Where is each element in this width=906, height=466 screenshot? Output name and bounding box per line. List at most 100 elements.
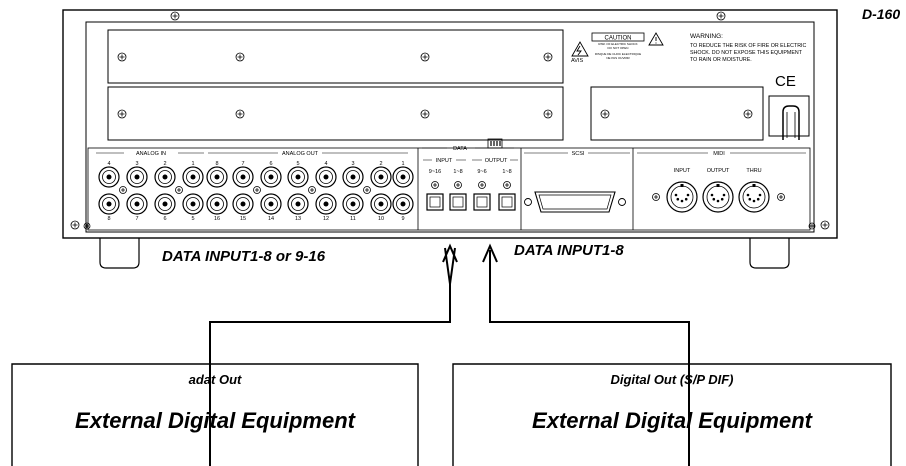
optical-port-icon bbox=[426, 193, 444, 211]
rca-jack-icon bbox=[232, 166, 254, 188]
screw-icon bbox=[420, 52, 430, 62]
screw-icon bbox=[308, 186, 316, 194]
analog-out-channel-label: 10 bbox=[378, 216, 384, 222]
expansion-slots bbox=[107, 29, 764, 141]
rca-jack-icon bbox=[206, 193, 228, 215]
arrow-up-icon bbox=[482, 243, 498, 263]
screw-icon bbox=[716, 11, 726, 21]
external-device-left: adat Out External Digital Equipment bbox=[11, 363, 419, 466]
rca-jack-icon bbox=[342, 166, 364, 188]
screw-icon bbox=[420, 109, 430, 119]
warning-line: SHOCK. DO NOT EXPOSE THIS EQUIPMENT bbox=[690, 50, 803, 56]
midi-label: MIDI bbox=[713, 151, 725, 157]
analog-out-channel-label: 12 bbox=[323, 216, 329, 222]
screw-icon bbox=[808, 222, 816, 230]
screw-icon bbox=[235, 52, 245, 62]
analog-out-channel-label: 4 bbox=[324, 161, 327, 167]
analog-out-channel-label: 2 bbox=[379, 161, 382, 167]
screw-icon bbox=[119, 186, 127, 194]
data-channel-label: 1~8 bbox=[453, 169, 462, 175]
screw-icon bbox=[652, 193, 660, 201]
rca-jack-icon bbox=[182, 166, 204, 188]
midi-port-label: OUTPUT bbox=[707, 168, 730, 174]
slot-screws bbox=[117, 52, 753, 119]
analog-out-channel-label: 3 bbox=[351, 161, 354, 167]
section-dividers bbox=[417, 148, 634, 230]
rca-jack-icon bbox=[98, 193, 120, 215]
screw-icon bbox=[363, 186, 371, 194]
connection-right bbox=[482, 243, 690, 466]
data-channel-label: 9~16 bbox=[429, 169, 441, 175]
rca-jack-icon bbox=[260, 166, 282, 188]
analog-in-channel-label: 2 bbox=[163, 161, 166, 167]
caution-fine-line: NE PAS OUVRIR bbox=[606, 56, 630, 60]
rca-jack-icon bbox=[315, 166, 337, 188]
analog-out-channel-label: 5 bbox=[296, 161, 299, 167]
right-connection-caption: DATA INPUT1-8 bbox=[514, 242, 624, 259]
midi-din-icon bbox=[702, 181, 734, 213]
analog-in-channel-label: 5 bbox=[191, 216, 194, 222]
caution-label: CAUTION bbox=[605, 36, 632, 42]
caution-line: DO NOT OPEN bbox=[608, 46, 629, 50]
screw-icon bbox=[235, 109, 245, 119]
optical-port-icon bbox=[498, 193, 516, 211]
screw-icon bbox=[117, 109, 127, 119]
rca-jack-icon bbox=[287, 193, 309, 215]
rca-jack-icon bbox=[154, 193, 176, 215]
caution-block: AVIS CAUTION RISK OF ELECTRIC SHOCK DO N… bbox=[571, 32, 807, 90]
device-subtitle: Digital Out (S/P DIF) bbox=[610, 372, 733, 387]
rca-jack-icon bbox=[370, 166, 392, 188]
rca-jack-icon bbox=[98, 166, 120, 188]
analog-out-channel-label: 16 bbox=[214, 216, 220, 222]
power-inlet bbox=[768, 95, 810, 140]
midi-din-icon bbox=[666, 181, 698, 213]
scsi-connector-icon bbox=[524, 191, 626, 213]
analog-out-channel-label: 8 bbox=[215, 161, 218, 167]
data-label: DATA bbox=[453, 146, 467, 152]
data-channel-label: 9~6 bbox=[477, 169, 486, 175]
analog-in-channel-label: 7 bbox=[135, 216, 138, 222]
lightning-warning-icon bbox=[571, 41, 589, 57]
caution-line: RISK OF ELECTRIC SHOCK bbox=[598, 42, 637, 46]
screw-icon bbox=[543, 109, 553, 119]
screw-icon bbox=[70, 220, 80, 230]
arrow-up-icon bbox=[442, 243, 458, 263]
connection-left bbox=[209, 243, 458, 466]
rca-jack-icon bbox=[232, 193, 254, 215]
analog-in-channel-label: 4 bbox=[107, 161, 110, 167]
midi-port-label: INPUT bbox=[674, 168, 691, 174]
screw-icon bbox=[543, 52, 553, 62]
rca-jack-icon bbox=[260, 193, 282, 215]
rca-jack-icon bbox=[126, 166, 148, 188]
analog-in-channel-label: 1 bbox=[191, 161, 194, 167]
screw-icon bbox=[175, 186, 183, 194]
screw-icon bbox=[600, 109, 610, 119]
device-subtitle: adat Out bbox=[189, 372, 242, 387]
screw-icon bbox=[83, 222, 91, 230]
chassis-screws bbox=[70, 11, 830, 230]
screw-icon bbox=[820, 220, 830, 230]
analog-in-label: ANALOG IN bbox=[136, 151, 166, 157]
rca-jack-icon bbox=[206, 166, 228, 188]
rca-jack-icon bbox=[154, 166, 176, 188]
analog-out-channel-label: 6 bbox=[269, 161, 272, 167]
analog-out-channel-label: 7 bbox=[241, 161, 244, 167]
device-title: External Digital Equipment bbox=[75, 408, 357, 433]
analog-in-channel-label: 3 bbox=[135, 161, 138, 167]
analog-out-channel-label: 14 bbox=[268, 216, 274, 222]
left-connection-caption: DATA INPUT1-8 or 9-16 bbox=[162, 248, 326, 265]
screw-icon bbox=[503, 181, 511, 189]
data-input-label: INPUT bbox=[436, 158, 453, 164]
data-channel-label: 1~8 bbox=[502, 169, 511, 175]
analog-in-channel-label: 6 bbox=[163, 216, 166, 222]
warning-triangle-icon bbox=[648, 32, 664, 46]
rca-jack-icon bbox=[392, 166, 414, 188]
midi-din-icon bbox=[738, 181, 770, 213]
analog-out-label: ANALOG OUT bbox=[282, 151, 319, 157]
screw-icon bbox=[454, 181, 462, 189]
